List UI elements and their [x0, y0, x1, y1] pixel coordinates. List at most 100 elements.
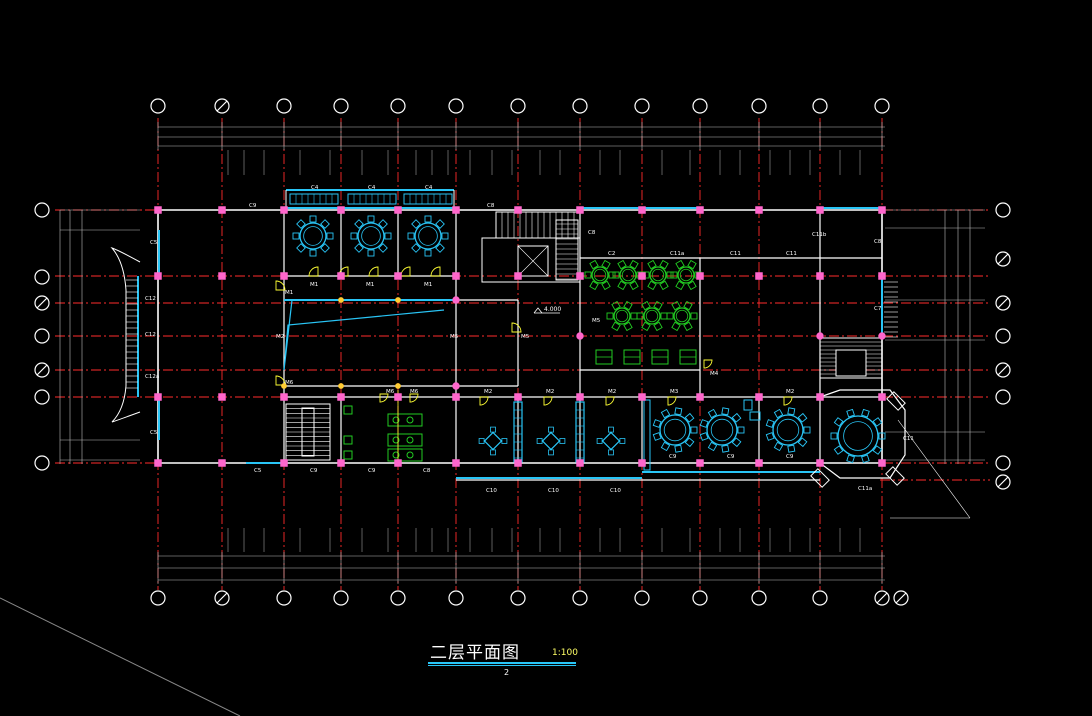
column [280, 206, 288, 214]
chair [407, 232, 415, 240]
axis-bubble [572, 590, 588, 606]
round-table-top [361, 226, 381, 246]
door-label: M5 [592, 318, 601, 324]
door-swing [275, 280, 286, 291]
round-column [395, 383, 401, 389]
door-swing [479, 396, 489, 406]
window-label: C4 [368, 185, 376, 191]
chair [608, 449, 614, 456]
window-label: C11 [786, 251, 797, 257]
axis-bubble-slash [216, 100, 228, 112]
elevator-car [517, 245, 549, 277]
door-label: M1 [424, 282, 432, 288]
round-column [638, 272, 646, 280]
chair [674, 444, 683, 453]
round-table-top [418, 226, 438, 246]
chair [878, 432, 886, 440]
column [816, 459, 824, 467]
chair [309, 249, 317, 257]
round-column [696, 272, 704, 280]
window-tag [810, 468, 830, 488]
chair [608, 271, 616, 279]
door-label: M2 [546, 389, 554, 395]
column [452, 393, 460, 401]
chair [773, 441, 784, 452]
chair [435, 243, 445, 253]
column [696, 459, 704, 467]
round-table [619, 266, 637, 284]
column [638, 206, 646, 214]
round-table-top [663, 418, 687, 442]
column [394, 206, 402, 214]
door-label: M2 [608, 389, 616, 395]
column [514, 206, 522, 214]
window-label: C8 [487, 203, 495, 209]
square-table [541, 431, 561, 451]
door-swing [409, 393, 419, 403]
axis-bubble [34, 389, 50, 405]
chair [707, 441, 718, 452]
toilet-fixture [392, 451, 400, 459]
column [218, 459, 226, 467]
stair-well [835, 349, 867, 377]
round-table [772, 414, 804, 446]
chair [548, 426, 554, 433]
title-underline-thin [428, 665, 576, 666]
sink [343, 405, 353, 415]
window-label: C12 [145, 296, 156, 302]
window-tag [886, 391, 906, 411]
window-label: C4 [311, 185, 319, 191]
axis-bubble-slash [997, 297, 1009, 309]
toilet-fixture [406, 416, 414, 424]
chair [354, 243, 364, 253]
chair [787, 407, 796, 416]
window-label: C11b [812, 232, 827, 238]
column [394, 393, 402, 401]
axis-bubble-slash [997, 476, 1009, 488]
dimension-lines [59, 122, 985, 584]
title-underline [428, 662, 576, 664]
axis-bubble [34, 269, 50, 285]
round-table [357, 222, 385, 250]
axis-bubble [874, 98, 890, 114]
axis-bubble [390, 98, 406, 114]
window-label: C12 [145, 332, 156, 338]
axis-bubble [751, 98, 767, 114]
chair [674, 407, 683, 416]
axis-bubble [150, 590, 166, 606]
door-swing [368, 266, 379, 277]
toilet-fixture [406, 451, 414, 459]
chair [589, 280, 599, 291]
round-table [677, 266, 695, 284]
chair [687, 280, 697, 291]
axis-bubble [333, 590, 349, 606]
elevator-cross [517, 245, 549, 277]
round-table [837, 415, 879, 457]
door-label: M5 [521, 334, 530, 340]
round-table-top [621, 268, 635, 282]
axis-bubble [333, 98, 349, 114]
column [452, 206, 460, 214]
round-table-top [645, 309, 659, 323]
axis-bubble [34, 328, 50, 344]
chair [687, 259, 697, 270]
chair [652, 419, 662, 428]
chair [872, 445, 883, 455]
chair [765, 432, 775, 441]
furniture [289, 193, 886, 471]
axis-bubble [995, 328, 1011, 344]
round-column [338, 383, 344, 389]
column [452, 272, 460, 280]
chair [833, 445, 844, 455]
axis-bubble [692, 590, 708, 606]
chair [629, 280, 639, 291]
axis-bubble [995, 455, 1011, 471]
door-swing [511, 322, 522, 333]
door-label: M2 [786, 389, 794, 395]
door-swing [430, 266, 441, 277]
chair [803, 426, 811, 434]
chair [441, 232, 449, 240]
column [878, 272, 886, 280]
chair [861, 454, 870, 464]
